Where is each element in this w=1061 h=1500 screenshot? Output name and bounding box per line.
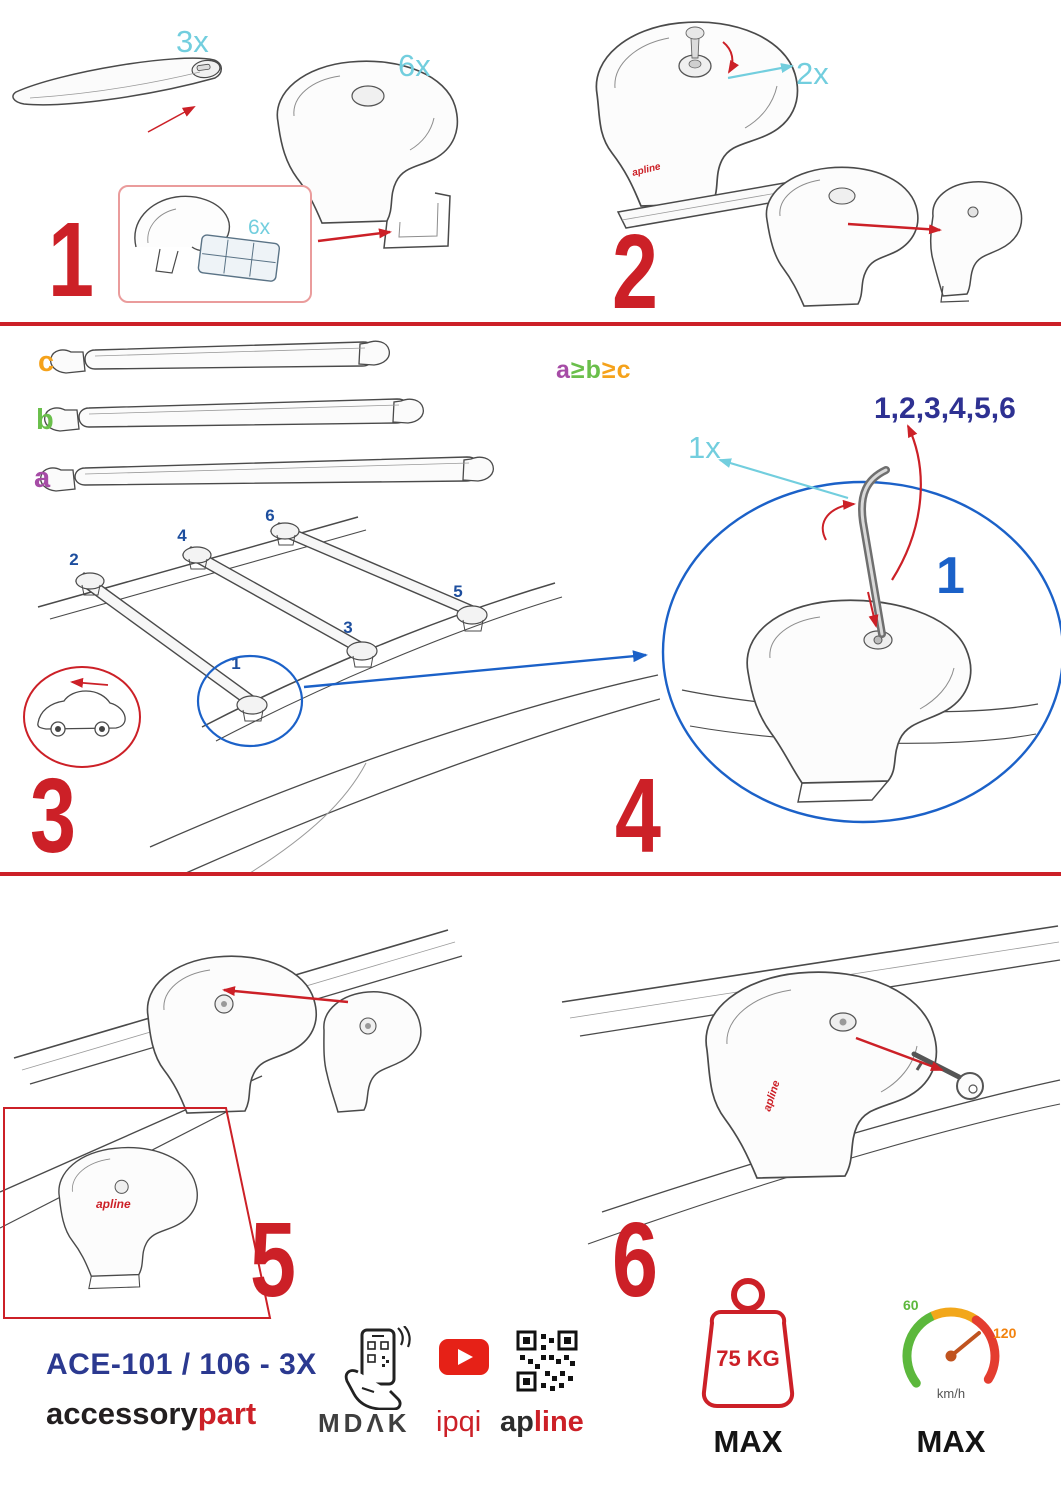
step2-assembly-drawing bbox=[616, 166, 1023, 307]
position-5: 5 bbox=[453, 582, 462, 601]
zoom-detail-arrow bbox=[303, 650, 648, 689]
step2-number: 2 bbox=[612, 213, 658, 331]
step2-lock-quantity: 2x bbox=[796, 56, 829, 91]
step6-foot-drawing: apline bbox=[705, 971, 938, 1179]
crossbar-b-drawing bbox=[44, 398, 424, 432]
bar-pointer-arrow bbox=[147, 106, 196, 133]
step5-inset-frame bbox=[3, 1107, 272, 1319]
rule-a: a bbox=[556, 356, 571, 384]
apline-logo-step5: apline bbox=[96, 1197, 131, 1211]
rule-ge-1: ≥ bbox=[570, 356, 586, 384]
speed-high-label: 120 bbox=[993, 1325, 1017, 1341]
position-1-highlight-circle bbox=[196, 654, 304, 748]
brand-accessory: accessory bbox=[46, 1396, 198, 1431]
position-3: 3 bbox=[343, 618, 352, 637]
speedometer-needle bbox=[949, 1331, 981, 1358]
step1-foot-quantity: 6x bbox=[398, 48, 431, 83]
rule-ge-2: ≥ bbox=[601, 356, 617, 384]
position-1: 1 bbox=[231, 654, 240, 673]
ipqi-label: ipqi bbox=[436, 1406, 482, 1438]
step5-closed-foot-drawing bbox=[58, 1146, 198, 1290]
bar-label-a: a bbox=[34, 462, 51, 494]
apline-logo: apline bbox=[500, 1408, 584, 1437]
bar-label-c: c bbox=[38, 346, 55, 378]
speed-unit-label: km/h bbox=[937, 1386, 965, 1401]
weight-limit-icon: 75 KG bbox=[701, 1278, 795, 1408]
sequence-arrow bbox=[891, 424, 922, 581]
speedometer-icon: 60 120 km/h bbox=[902, 1297, 1017, 1401]
crossbar-sizes-illustration bbox=[40, 340, 494, 492]
speed-low-label: 60 bbox=[903, 1297, 919, 1313]
qr-code-icon bbox=[514, 1328, 580, 1394]
endcap-drawing bbox=[929, 181, 1023, 303]
turn-key-arrow bbox=[722, 41, 739, 74]
phone-scan-icon bbox=[344, 1326, 411, 1410]
roof-feet-drawing bbox=[75, 522, 488, 722]
brand-logo: accessorypart bbox=[46, 1398, 256, 1429]
sequence-start-number: 1 bbox=[936, 547, 965, 605]
brand-part: part bbox=[197, 1396, 257, 1431]
step6-number: 6 bbox=[612, 1201, 658, 1319]
step2-illustration: apline bbox=[595, 21, 1023, 307]
tool-quantity-arrow bbox=[718, 458, 849, 500]
insert-pad-arrow bbox=[317, 228, 392, 243]
speed-max-label: MAX bbox=[916, 1424, 986, 1459]
assembly-foot-drawing bbox=[765, 166, 919, 307]
step1-bar-quantity: 3x bbox=[176, 24, 209, 59]
position-4: 4 bbox=[177, 526, 187, 545]
step1-inset-quantity: 6x bbox=[248, 216, 271, 239]
section-divider-1 bbox=[0, 322, 1061, 326]
rotate-key-arrow bbox=[821, 499, 856, 541]
step4-tool-quantity: 1x bbox=[688, 430, 721, 465]
weight-value: 75 KG bbox=[716, 1346, 780, 1371]
tighten-bolt-arrow bbox=[867, 591, 879, 628]
bar-label-b: b bbox=[36, 404, 54, 436]
step3-car-roof-illustration: 2 4 6 1 3 5 bbox=[23, 506, 660, 874]
step4-illustration bbox=[661, 424, 1061, 824]
section-divider-2 bbox=[0, 872, 1061, 876]
size-rule: a≥b≥c bbox=[556, 358, 632, 383]
rubber-pad-drawing bbox=[197, 234, 281, 282]
step5-illustration: apline bbox=[0, 929, 463, 1319]
weight-max-label: MAX bbox=[713, 1424, 783, 1459]
attach-endcap-arrow bbox=[847, 222, 942, 235]
rule-b: b bbox=[585, 356, 602, 384]
step1-number: 1 bbox=[48, 201, 94, 319]
car-direction-arrow bbox=[70, 677, 109, 688]
apline-line: line bbox=[533, 1406, 584, 1438]
product-code: ACE-101 / 106 - 3X bbox=[46, 1348, 317, 1381]
youtube-icon bbox=[439, 1339, 489, 1375]
position-2: 2 bbox=[69, 550, 78, 569]
mdak-logo: MDΛK bbox=[318, 1408, 411, 1438]
crossbar-c-drawing bbox=[50, 340, 390, 374]
tighten-sequence: 1,2,3,4,5,6 bbox=[874, 392, 1016, 425]
step5-number: 5 bbox=[250, 1201, 296, 1319]
step3-number: 3 bbox=[30, 757, 76, 875]
step1-illustration bbox=[12, 57, 459, 249]
step6-illustration: apline bbox=[561, 925, 1061, 1245]
key-lock-arrow bbox=[855, 1036, 944, 1072]
crossbar-a-drawing bbox=[40, 456, 494, 492]
step5-cover-drawing bbox=[323, 991, 422, 1113]
step5-foot-drawing bbox=[146, 955, 318, 1114]
attach-cover-arrow bbox=[222, 986, 349, 1004]
roof-crossbars-drawing bbox=[74, 522, 482, 710]
position-6: 6 bbox=[265, 506, 274, 525]
apline-ap: ap bbox=[500, 1406, 534, 1438]
mounting-foot-drawing bbox=[276, 60, 459, 249]
step1-pad-inset: 6x bbox=[118, 185, 312, 303]
step4-number: 4 bbox=[615, 757, 661, 875]
rule-c: c bbox=[616, 356, 632, 384]
pad-detail-drawing bbox=[134, 195, 281, 282]
lock-quantity-arrow bbox=[727, 63, 794, 80]
car-overview-inset bbox=[23, 666, 141, 768]
step2-foot-with-key-drawing: apline bbox=[595, 21, 799, 207]
crossbar-profile-drawing bbox=[12, 57, 222, 106]
